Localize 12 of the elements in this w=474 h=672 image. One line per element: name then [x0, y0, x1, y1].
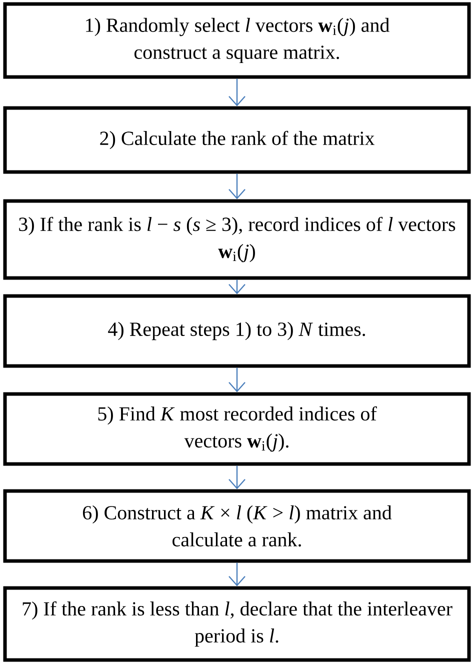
process-box: 2) Calculate the rank of the matrix [3, 106, 471, 174]
process-box: 4) Repeat steps 1) to 3) N times. [3, 294, 471, 368]
process-box: 7) If the rank is less than l, declare that the interleaver period is l. [3, 586, 471, 662]
arrow [228, 562, 246, 586]
arrow [228, 466, 246, 490]
process-box: 3) If the rank is l − s (s ≥ 3), record indices of l vectors w$_{i}$(j) [3, 199, 471, 280]
process-box: 6) Construct a K × l (K > l) matrix and calculate a rank. [3, 489, 471, 563]
arrow [228, 368, 246, 392]
process-box: 1) Randomly select l vectors w$_{i}$(j) and construct a square matrix. [3, 2, 471, 79]
arrow [228, 78, 246, 106]
process-box: 5) Find K most recorded indices of vectors w$_{i}$(j). [3, 392, 471, 466]
arrow [228, 174, 246, 200]
